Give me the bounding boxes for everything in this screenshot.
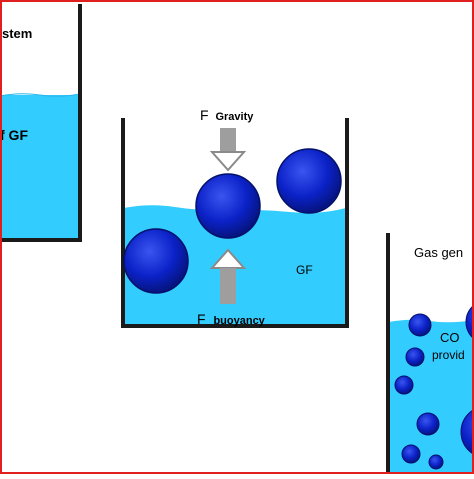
- right-water-label-line1: CO: [440, 330, 460, 345]
- gas-bubble-2: [405, 347, 425, 367]
- left-water-label: f GF: [0, 127, 28, 143]
- ball-submerged-left: [123, 228, 189, 294]
- left-panel-title: stem: [2, 26, 32, 41]
- gas-bubble-1: [408, 313, 432, 337]
- middle-container: F Gravity F buoyancy GF: [121, 107, 349, 328]
- gas-bubble-3: [394, 375, 414, 395]
- right-water: [389, 319, 474, 474]
- left-water: [0, 95, 79, 240]
- right-container: Gas gen CO provid: [386, 233, 474, 474]
- buoyancy-arrow: [209, 248, 247, 304]
- ball-floating-right: [276, 148, 342, 214]
- gravity-label: F Gravity: [200, 107, 254, 123]
- gas-bubble-4: [416, 412, 440, 436]
- gravity-arrow: [209, 128, 247, 172]
- buoyancy-label: F buoyancy: [197, 311, 266, 327]
- buoyancy-subscript: buoyancy: [213, 315, 265, 327]
- gas-bubble-6: [428, 454, 444, 470]
- right-panel-title: Gas gen: [414, 245, 463, 260]
- buoyancy-symbol: F: [197, 311, 206, 327]
- left-water-surface: [0, 93, 80, 97]
- gravity-symbol: F: [200, 107, 209, 123]
- middle-liquid-label: GF: [296, 263, 313, 277]
- gas-bubble-5: [401, 444, 421, 464]
- ball-center: [195, 173, 261, 239]
- gravity-subscript: Gravity: [215, 111, 254, 123]
- right-water-label-line2: provid: [432, 348, 465, 362]
- gas-bubble-large-bottom: [460, 408, 474, 456]
- left-container: stem f GF: [0, 4, 82, 242]
